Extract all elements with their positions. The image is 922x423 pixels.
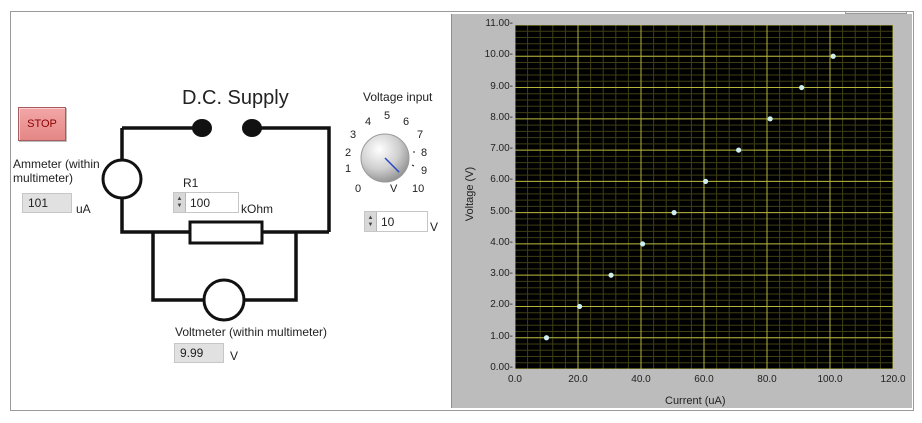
supply-terminal-right <box>242 119 262 137</box>
dial-tick-0: 0 <box>355 183 362 195</box>
x-tick-label: 40.0 <box>631 374 651 385</box>
graph-scrollbar-handle[interactable] <box>845 11 907 14</box>
data-point <box>799 84 805 91</box>
x-tick-label: 80.0 <box>757 374 777 385</box>
voltmeter-unit: V <box>230 349 239 363</box>
dial-tick-1: 1 <box>345 163 352 175</box>
x-tick-label: 100.0 <box>817 374 843 385</box>
y-tick-label: 2.00- <box>490 299 513 311</box>
y-tick-label: 7.00- <box>490 143 513 155</box>
ammeter-indicator: 101 <box>22 193 72 213</box>
circuit-wire-voltmeter <box>151 232 298 302</box>
circuit-wire-right-top <box>253 126 331 232</box>
r1-spinner[interactable]: ▲ ▼ <box>174 193 186 212</box>
voltage-numeric-unit: V <box>430 220 439 234</box>
y-tick-label: 11.00- <box>485 18 513 29</box>
dial-unit: V <box>390 183 398 195</box>
y-tick-label: 0.00- <box>490 362 513 373</box>
graph-x-axis-label: Current (uA) <box>665 395 726 407</box>
r1-unit: kOhm <box>241 202 274 216</box>
dial-tick-8: 8 <box>421 147 428 159</box>
circuit-title: D.C. Supply <box>182 87 289 109</box>
r1-control[interactable]: ▲ ▼ 100 <box>173 192 239 213</box>
stop-button[interactable]: STOP <box>18 107 66 141</box>
data-point <box>736 147 742 153</box>
dial-tick-7: 7 <box>417 129 424 141</box>
ammeter-symbol <box>101 158 143 200</box>
circuit-diagram <box>101 119 331 322</box>
data-point <box>671 210 677 216</box>
dial-tick-2: 2 <box>345 147 352 159</box>
increment-arrow-icon[interactable]: ▲ <box>176 195 183 202</box>
y-tick-label: 10.00- <box>484 49 513 61</box>
data-point <box>702 178 709 184</box>
y-tick-label: 9.00- <box>490 80 513 92</box>
ammeter-label-line2: multimeter) <box>13 171 74 185</box>
x-tick-label: 60.0 <box>694 374 714 385</box>
dial-tick-3: 3 <box>350 129 357 141</box>
dial-tick-5: 5 <box>384 110 391 122</box>
dial-tick-10: 10 <box>412 183 425 195</box>
x-tick-label: 120.0 <box>880 374 906 385</box>
y-tick-label: 3.00- <box>490 268 513 280</box>
resistor-r1 <box>188 220 264 245</box>
x-tick-label: 0.0 <box>508 374 522 385</box>
decrement-arrow-icon[interactable]: ▼ <box>367 221 374 228</box>
decrement-arrow-icon[interactable]: ▼ <box>176 202 183 209</box>
data-point <box>830 53 836 59</box>
y-tick-label: 6.00- <box>490 174 513 186</box>
data-point <box>543 335 550 341</box>
data-point <box>639 241 646 247</box>
y-tick-label: 8.00- <box>490 111 513 123</box>
data-point <box>576 303 583 310</box>
voltmeter-label: Voltmeter (within multimeter) <box>175 325 328 339</box>
ammeter-unit: uA <box>76 202 91 216</box>
circuit-wire-left <box>120 128 190 234</box>
r1-label: R1 <box>183 176 199 190</box>
voltage-numeric-control[interactable]: ▲ ▼ 10 <box>364 211 428 232</box>
dial-tick-6: 6 <box>403 116 410 128</box>
supply-terminal-left <box>192 119 212 137</box>
dial-tick-4: 4 <box>365 116 372 128</box>
graph-y-axis-label: Voltage (V) <box>464 166 476 222</box>
data-point <box>767 116 773 122</box>
r1-value[interactable]: 100 <box>190 195 211 210</box>
knob-tick-marks <box>411 151 415 167</box>
voltage-numeric-value[interactable]: 10 <box>381 214 395 229</box>
data-point <box>608 272 614 278</box>
ammeter-label-line1: Ammeter (within <box>13 157 100 171</box>
y-tick-label: 1.00- <box>490 330 513 342</box>
voltmeter-indicator: 9.99 <box>174 343 224 363</box>
voltage-input-label: Voltage input <box>363 90 433 104</box>
voltage-knob[interactable] <box>355 128 415 188</box>
increment-arrow-icon[interactable]: ▲ <box>367 214 374 221</box>
y-tick-label: 5.00- <box>490 205 513 217</box>
voltmeter-symbol <box>202 278 246 322</box>
y-tick-label: 4.00- <box>490 236 513 248</box>
dial-tick-9: 9 <box>421 165 428 177</box>
x-tick-label: 20.0 <box>568 374 588 385</box>
knob-needle[interactable] <box>384 157 400 173</box>
plot-area[interactable] <box>515 25 893 369</box>
voltage-spinner[interactable]: ▲ ▼ <box>365 212 377 231</box>
